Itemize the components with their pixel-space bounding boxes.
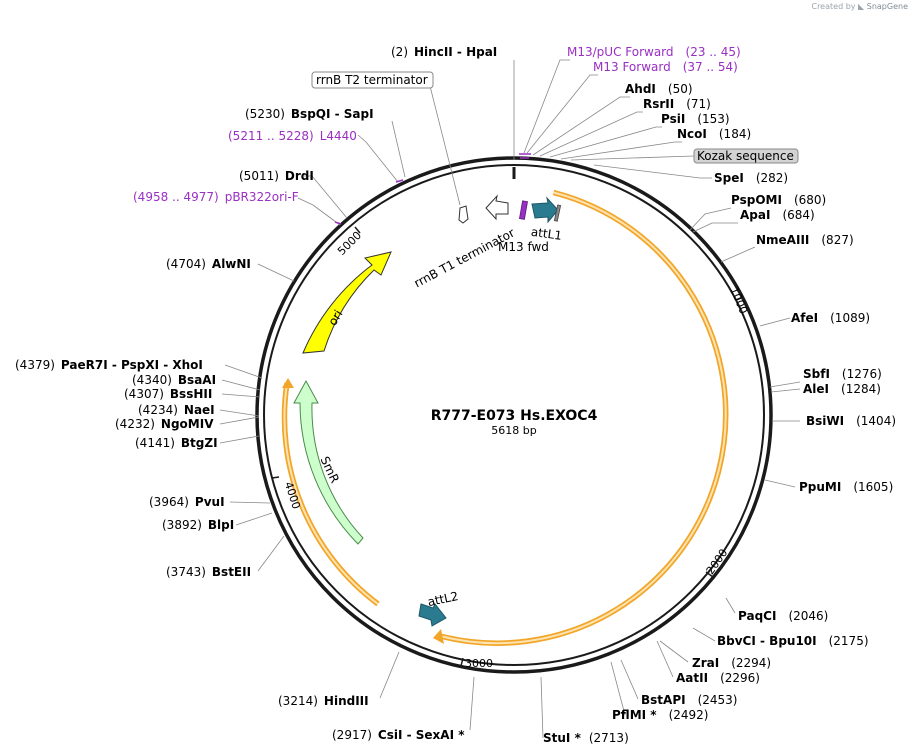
site-paqci[interactable]: PaqCI(2046) [738, 609, 828, 623]
callout-kozak: Kozak sequence [697, 149, 794, 163]
site-bsiwi[interactable]: BsiWI(1404) [806, 414, 896, 428]
callout-rrnb-t2: rrnB T2 terminator [316, 73, 428, 87]
site-ahdi[interactable]: AhdI(50) [625, 82, 693, 96]
site-csii[interactable]: (2917)CsiI - SexAI * [332, 728, 465, 742]
site-btgzi[interactable]: (4141)BtgZI [135, 436, 218, 450]
tick-4000 [271, 476, 280, 479]
credit-brand: SnapGene [866, 2, 908, 11]
site-hindiii[interactable]: (3214)HindIII [278, 694, 369, 708]
site-pflmi[interactable]: PflMI *(2492) [612, 708, 708, 722]
site-labels: (2)HincII - HpaI AhdI(50) RsrII(71) PsiI… [15, 45, 896, 745]
site-ppumi[interactable]: PpuMI(1605) [799, 480, 893, 494]
credit-text: Created by [811, 2, 856, 11]
ori-feature[interactable] [302, 251, 392, 354]
site-drdi[interactable]: (5011)DrdI [239, 169, 314, 183]
site-alwni[interactable]: (4704)AlwNI [166, 257, 251, 271]
site-psii[interactable]: PsiI(153) [661, 112, 730, 126]
callout-box-kozak[interactable] [693, 148, 799, 164]
tick-2000 [705, 571, 714, 578]
primer-label-l4440[interactable]: (5211 .. 5228)L4440 [228, 129, 357, 143]
site-alei[interactable]: AleI(1284) [803, 382, 881, 396]
site-bstapi[interactable]: BstAPI(2453) [641, 693, 737, 707]
site-bsaai[interactable]: (4340)BsaAI [132, 373, 216, 387]
orf-arrowhead [433, 629, 444, 644]
snapgene-logo-icon: ◣ [858, 2, 865, 11]
rrnb-t1-terminator-feature[interactable] [485, 194, 509, 221]
orange-arc-left-head [282, 378, 294, 388]
tick-3000 [460, 657, 464, 667]
feature-label-attl1: attL1 [530, 225, 563, 243]
tick-label-1000: 1000 [727, 285, 750, 316]
tick-label-4000: 4000 [282, 480, 303, 511]
orange-arc-left-inner [283, 382, 379, 605]
site-naei[interactable]: (4234)NaeI [138, 403, 215, 417]
primer-label-pbr322ori-f[interactable]: (4958 .. 4977)pBR322ori-F [133, 190, 299, 204]
attl1-feature[interactable] [531, 196, 559, 224]
site-rsrii[interactable]: RsrII(71) [643, 97, 711, 111]
site-ncoi[interactable]: NcoI(184) [677, 127, 751, 141]
orf-arc-inner [439, 191, 727, 645]
attl2-feature[interactable] [418, 603, 447, 627]
kozak-marker[interactable] [553, 204, 562, 222]
primer-markers [334, 153, 531, 225]
leader-lines [219, 59, 801, 739]
site-pspomi[interactable]: PspOMI(680) [731, 193, 826, 207]
feature-label-m13-fwd: M13 fwd [498, 240, 549, 254]
site-pvui[interactable]: (3964)PvuI [149, 495, 225, 509]
site-ngomiv[interactable]: (4232)NgoMIV [115, 417, 214, 431]
primer-label-m13-forward[interactable]: M13 Forward(37 .. 54) [593, 60, 738, 74]
site-hincii[interactable]: (2)HincII - HpaI [391, 45, 497, 59]
feature-label-attl2: attL2 [426, 589, 459, 609]
site-bbvci[interactable]: BbvCI - Bpu10I(2175) [717, 634, 869, 648]
tick-label-3000: 3000 [465, 657, 493, 670]
site-sbfi[interactable]: SbfI(1276) [803, 367, 882, 381]
m13-fwd-feature[interactable] [519, 200, 528, 220]
plasmid-name: R777-E073 Hs.EXOC4 [431, 408, 598, 424]
site-apai[interactable]: ApaI(684) [740, 208, 815, 222]
plasmid-length: 5618 bp [491, 424, 536, 437]
site-aatii[interactable]: AatII(2296) [676, 671, 760, 685]
tick-5000 [354, 226, 361, 234]
smr-feature[interactable] [293, 379, 364, 545]
snapgene-credit: Created by ◣ SnapGene [811, 2, 908, 11]
site-blpi[interactable]: (3892)BlpI [162, 518, 234, 532]
site-afei[interactable]: AfeI(1089) [791, 311, 870, 325]
site-bsshii[interactable]: (4307)BssHII [124, 387, 212, 401]
feature-label-rrnb-t1: rrnB T1 terminator [412, 226, 517, 291]
site-bspqi[interactable]: (5230)BspQI - SapI [245, 107, 374, 121]
site-zrai[interactable]: ZraI(2294) [692, 656, 771, 670]
primer-label-m13-puc[interactable]: M13/pUC Forward(23 .. 45) [567, 45, 741, 59]
tick-1000 [735, 296, 744, 301]
site-stui[interactable]: StuI *(2713) [543, 731, 629, 745]
site-paer7i[interactable]: (4379)PaeR7I - PspXI - XhoI [15, 358, 203, 372]
site-nmeaiii[interactable]: NmeAIII(827) [756, 233, 854, 247]
callout-box-rrnb-t2[interactable] [311, 71, 434, 89]
site-bsteii[interactable]: (3743)BstEII [166, 565, 251, 579]
rrnb-t2-terminator-feature[interactable] [458, 205, 469, 224]
site-spei[interactable]: SpeI(282) [714, 171, 788, 185]
backbone-inner [263, 164, 765, 666]
